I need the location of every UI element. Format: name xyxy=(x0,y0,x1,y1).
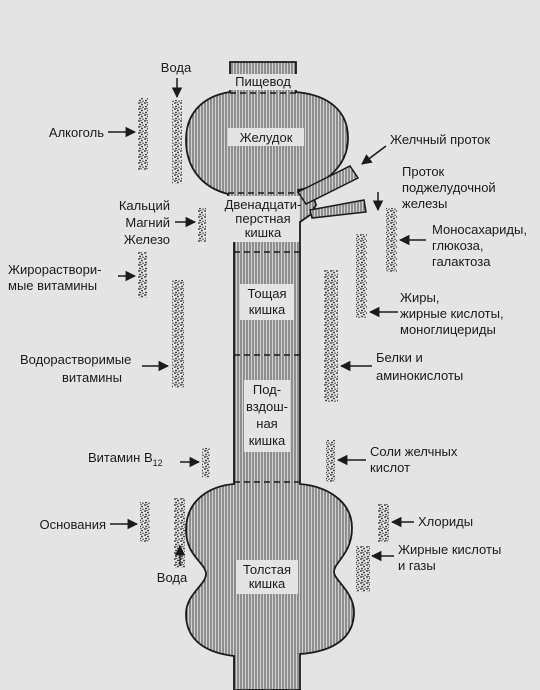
absorption-bar-monosaccharides xyxy=(386,208,397,272)
organ-labels: Пищевод Желудок Двенадцати- перстная киш… xyxy=(225,74,302,591)
label-fats-1: Жиры, xyxy=(400,290,439,305)
esophagus-label: Пищевод xyxy=(235,74,291,89)
absorption-bars xyxy=(138,98,397,592)
label-water-soluble-1: Водорастворимые xyxy=(20,352,131,367)
arrow-bile-duct xyxy=(361,145,387,165)
stomach-label: Желудок xyxy=(240,130,293,145)
label-vitamin-b12: Витамин B12 xyxy=(88,450,163,468)
digestive-tract xyxy=(185,61,355,690)
label-bile-salts-1: Соли желчных xyxy=(370,444,458,459)
label-fats-2: жирные кислоты, xyxy=(400,306,504,321)
absorption-bar-monosaccharides-2 xyxy=(356,234,367,318)
label-fatty-acids-2: и газы xyxy=(398,558,436,573)
absorption-bar-b12 xyxy=(202,448,210,478)
label-fat-soluble-2: мые витамины xyxy=(8,278,97,293)
label-chlorides: Хлориды xyxy=(418,514,473,529)
label-water-bottom: Вода xyxy=(157,570,188,585)
label-water-top: Вода xyxy=(161,60,192,75)
label-fat-soluble-1: Жирораствори- xyxy=(8,262,101,277)
label-water-soluble-2: витамины xyxy=(62,370,122,385)
label-pancreatic-duct-1: Проток xyxy=(402,164,445,179)
label-proteins-2: аминокислоты xyxy=(376,368,463,383)
label-monosaccharides-1: Моносахариды, xyxy=(432,222,527,237)
absorption-bar-water-bottom xyxy=(174,498,185,568)
label-bases: Основания xyxy=(40,517,107,532)
absorption-bar-minerals xyxy=(198,208,206,242)
label-fatty-acids-1: Жирные кислоты xyxy=(398,542,501,557)
label-alcohol: Алкоголь xyxy=(49,125,104,140)
bile-duct-shape xyxy=(296,165,360,205)
jejunum-label-1: Тощая xyxy=(247,286,286,301)
absorption-bar-alcohol xyxy=(138,98,148,170)
ducts xyxy=(296,165,367,219)
label-minerals-3: Железо xyxy=(124,232,170,247)
label-monosaccharides-2: глюкоза, xyxy=(432,238,484,253)
colon-label-1: Толстая xyxy=(243,562,291,577)
absorption-bar-water-soluble xyxy=(172,280,184,388)
jejunum-label-2: кишка xyxy=(249,302,286,317)
absorption-bar-fat-soluble xyxy=(138,252,147,298)
absorption-bar-fatty-acids xyxy=(356,546,370,592)
arrows xyxy=(108,78,426,566)
duodenum-label-3: кишка xyxy=(245,225,282,240)
label-bile-salts-2: кислот xyxy=(370,460,410,475)
duodenum-label-1: Двенадцати- xyxy=(225,197,302,212)
left-labels: Вода Алкоголь Кальций Магний Железо Жиро… xyxy=(8,60,192,585)
right-labels: Желчный проток Проток поджелудочной желе… xyxy=(370,132,527,573)
label-minerals-2: Магний xyxy=(125,215,170,230)
ileum-label-3: ная xyxy=(256,416,277,431)
label-monosaccharides-3: галактоза xyxy=(432,254,491,269)
ileum-label-4: кишка xyxy=(249,433,286,448)
ileum-label-2: вздош- xyxy=(246,399,288,414)
colon-label-2: кишка xyxy=(249,576,286,591)
label-bile-duct: Желчный проток xyxy=(390,132,490,147)
label-pancreatic-duct-3: железы xyxy=(402,196,447,211)
absorption-bar-fats xyxy=(324,270,338,402)
pancreatic-duct-shape xyxy=(309,199,367,219)
label-fats-3: моноглицериды xyxy=(400,322,496,337)
duodenum-label-2: перстная xyxy=(235,211,290,226)
label-minerals-1: Кальций xyxy=(119,198,170,213)
absorption-bar-chlorides xyxy=(378,504,389,542)
label-proteins-1: Белки и xyxy=(376,350,423,365)
label-pancreatic-duct-2: поджелудочной xyxy=(402,180,496,195)
absorption-bar-bile-salts xyxy=(326,440,335,482)
ileum-label-1: Под- xyxy=(253,382,281,397)
absorption-bar-bases xyxy=(140,502,150,542)
absorption-bar-water-top xyxy=(172,100,182,184)
